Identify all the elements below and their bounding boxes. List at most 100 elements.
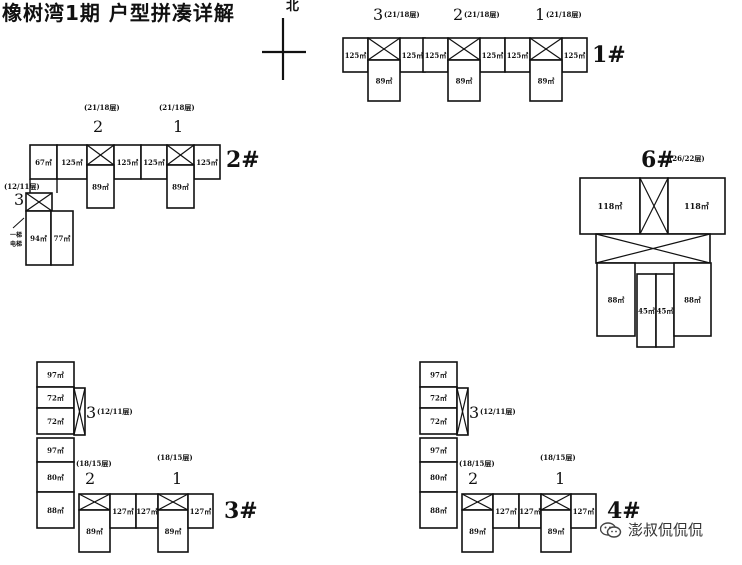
- b3-unit2-number: 2: [85, 469, 95, 488]
- b4-unit2-east-room-label: 127㎡: [495, 507, 517, 516]
- b6-sw-room: [596, 262, 636, 337]
- b1-unit1-south-room: [529, 59, 563, 102]
- b3-unit2-room-3-label: 88㎡: [47, 506, 64, 515]
- b3-unit1-floors: (18/15层): [157, 453, 193, 462]
- b1-unit2-south-room-label: 89㎡: [456, 77, 473, 86]
- b2-unit3-core-diag-b: [25, 192, 53, 212]
- b1-unit1-floors: (21/18层): [546, 10, 582, 19]
- b2-unit2-number: 2: [93, 117, 103, 136]
- b3-unit2-room-3: [36, 491, 75, 529]
- b4-unit2-east-room: [492, 493, 520, 529]
- b4-unit1-floors: (18/15层): [540, 453, 576, 462]
- b4-unit3-core-diag-b: [456, 387, 469, 436]
- b6-corridor-diag-b: [595, 233, 711, 264]
- b3-unit1-number: 1: [172, 469, 182, 488]
- b4-unit3-room-1: [419, 361, 458, 388]
- wechat-icon: [599, 521, 622, 539]
- b4-unit3-room-3: [419, 407, 458, 435]
- b3-unit1-south-room: [157, 509, 189, 553]
- b4-unit1-south-room-label: 89㎡: [548, 527, 565, 536]
- b2-unit1-floors: (21/18层): [159, 103, 195, 112]
- b1-unit2-core-diag-b: [447, 37, 481, 61]
- b4-unit2-room-3-label: 88㎡: [430, 506, 447, 515]
- b1-unit3-core-diag-b: [367, 37, 401, 61]
- b3-unit2-room-1-label: 97㎡: [47, 446, 64, 455]
- b6-east-room: [667, 177, 726, 235]
- b2-unit2-south-room-label: 89㎡: [92, 183, 109, 192]
- b1-unit3-east-room-label: 125㎡: [402, 51, 424, 60]
- b4-unit3-room-2-label: 72㎡: [430, 394, 447, 403]
- b3-unit3-floors: (12/11层): [97, 407, 133, 416]
- b6-core-diag-b: [639, 177, 669, 235]
- b2-unit3-small-room-label: 67㎡: [35, 158, 52, 167]
- b6-west-room: [579, 177, 641, 235]
- b1-unit3-number: 3: [373, 5, 383, 24]
- b6-floors: (26/22层): [669, 154, 705, 163]
- b2-unit2-core-diag-b: [86, 144, 115, 166]
- b2-elevator-note-line1: 一梯: [10, 231, 22, 239]
- b2-unit2-west-room: [56, 144, 88, 180]
- b3-unit1-east-room: [187, 493, 214, 529]
- b4-unit1-number: 1: [555, 469, 565, 488]
- b6-sw-room-label: 88㎡: [608, 296, 625, 305]
- b4-unit2-number: 2: [468, 469, 478, 488]
- b6-se-room: [673, 262, 712, 337]
- b2-unit3-sw-room-label: 94㎡: [30, 234, 47, 243]
- b3-unit2-floors: (18/15层): [76, 459, 112, 468]
- b4-unit2-room-2-label: 80㎡: [430, 473, 447, 482]
- b1-unit3-south-room-label: 89㎡: [376, 77, 393, 86]
- b1-unit1-south-room-label: 89㎡: [538, 77, 555, 86]
- b4-unit2-room-1-label: 97㎡: [430, 446, 447, 455]
- b1-unit3-south-room: [367, 59, 401, 102]
- b1-unit1-east-room-label: 125㎡: [564, 51, 586, 60]
- b3-unit3-room-1: [36, 361, 75, 388]
- b2-unit2-east-room: [113, 144, 142, 180]
- b3-unit3-room-2-label: 72㎡: [47, 394, 64, 403]
- b4-unit1-east-room: [570, 493, 597, 529]
- b2-unit1-west-room: [140, 144, 168, 180]
- b3-unit2-south-room: [78, 509, 111, 553]
- b4-unit3-room-1-label: 97㎡: [430, 371, 447, 380]
- b4-unit1-east-room-label: 127㎡: [573, 507, 595, 516]
- b4-unit1-south-room: [540, 509, 572, 553]
- b2-unit1-south-room: [166, 164, 195, 209]
- b1-unit2-south-room: [447, 59, 481, 102]
- b3-unit2-core-diag-b: [78, 493, 111, 511]
- b3-unit1-west-room-label: 127㎡: [136, 507, 158, 516]
- b2-elevator-note-line2: 电梯: [10, 240, 22, 248]
- b4-unit2-south-room-label: 89㎡: [469, 527, 486, 536]
- b4-unit2-room-1: [419, 437, 458, 463]
- b1-unit2-east-room: [479, 37, 506, 73]
- b4-unit3-floors: (12/11层): [480, 407, 516, 416]
- b3-unit3-number: 3: [86, 403, 96, 422]
- b2-unit3-number: 3: [14, 190, 24, 209]
- b2-unit1-east-room: [193, 144, 221, 180]
- north-label: 北: [286, 0, 300, 14]
- b3-unit1-east-room-label: 127㎡: [190, 507, 212, 516]
- b1-unit1-east-room: [561, 37, 588, 73]
- b2-elevator-arrow: [12, 217, 25, 229]
- b1-unit3-west-room-label: 125㎡: [345, 51, 367, 60]
- b4-unit2-core-diag-b: [461, 493, 494, 511]
- b2-unit3-small-room: [29, 144, 58, 180]
- b3-unit1-south-room-label: 89㎡: [165, 527, 182, 536]
- b6-mid-west-room-label: 45㎡: [638, 307, 655, 316]
- b4-unit3-number: 3: [469, 403, 479, 422]
- b1-unit3-floors: (21/18层): [384, 10, 420, 19]
- b6-mid-east-room-label: 45㎡: [657, 307, 674, 316]
- b2-building-label: 2#: [226, 147, 260, 173]
- b2-unit2-floors: (21/18层): [84, 103, 120, 112]
- b2-unit3-se-room-label: 77㎡: [54, 234, 71, 243]
- b3-unit3-room-3-label: 72㎡: [47, 417, 64, 426]
- b4-unit2-south-room: [461, 509, 494, 553]
- b6-west-room-label: 118㎡: [598, 201, 623, 211]
- b3-unit2-east-room: [109, 493, 137, 529]
- b4-building-label: 4#: [607, 498, 641, 524]
- page-title: 橡树湾1期 户型拼凑详解: [2, 1, 235, 25]
- b3-unit2-east-room-label: 127㎡: [112, 507, 134, 516]
- b1-unit2-floors: (21/18层): [464, 10, 500, 19]
- b2-unit1-west-room-label: 125㎡: [143, 158, 165, 167]
- b2-unit1-number: 1: [173, 117, 183, 136]
- b2-unit1-east-room-label: 125㎡: [196, 158, 218, 167]
